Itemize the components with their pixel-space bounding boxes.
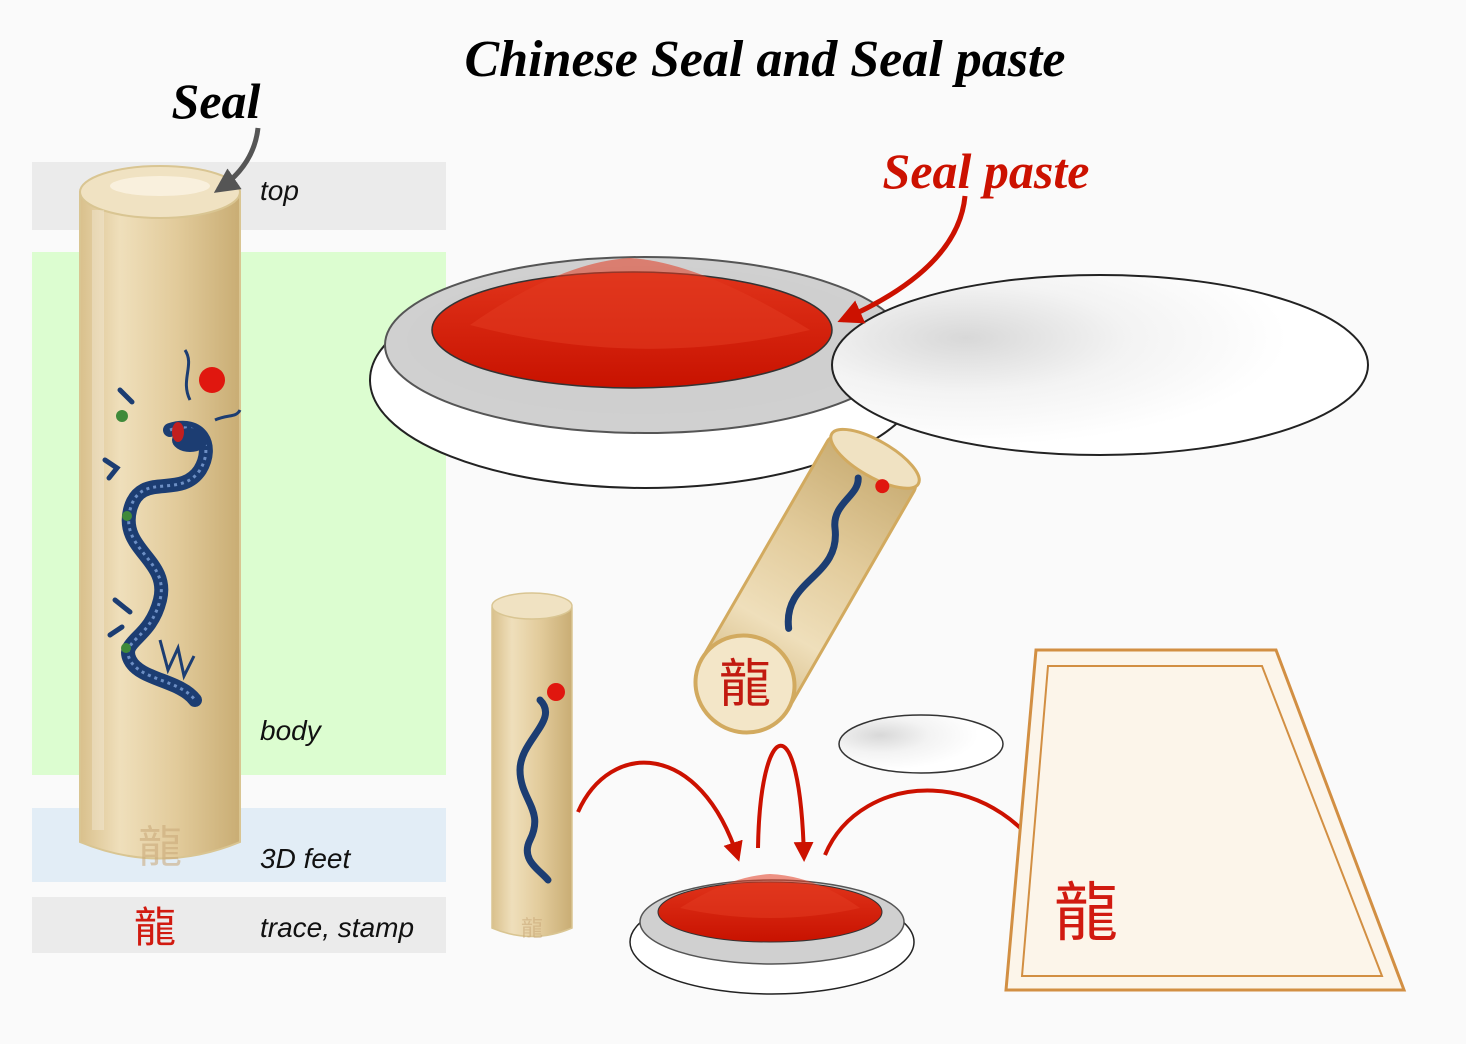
- paste-box-lid-small: [838, 714, 1004, 774]
- part-label-stamp: trace, stamp: [260, 912, 414, 943]
- small-seal-foot-character: 龍: [521, 917, 543, 942]
- paper-sheet: [1004, 648, 1407, 992]
- sun-pearl: [199, 367, 225, 393]
- stamped-character: 龍: [1054, 877, 1118, 951]
- part-label-top: top: [260, 175, 299, 206]
- tilted-seal-face-character: 龍: [719, 655, 771, 715]
- seal-paste-box-large: [369, 256, 921, 489]
- seal-paste-box-small: [629, 874, 915, 995]
- seal-tilted: [693, 427, 921, 735]
- part-label-feet: 3D feet: [260, 843, 351, 874]
- seal-callout-arrow: [213, 127, 261, 193]
- arrow-paste-loop: [756, 743, 814, 862]
- process-arrows: [576, 743, 1061, 884]
- arrow-seal-to-paste: [576, 760, 743, 862]
- seal-paste-callout: Seal paste: [883, 143, 1090, 199]
- band-stamp: [32, 897, 446, 953]
- seal-small-upright: 龍: [491, 592, 573, 942]
- paste-box-lid-large: [831, 274, 1369, 456]
- seal-foot-character: 龍: [138, 822, 182, 873]
- diagram-title: Chinese Seal and Seal paste: [465, 31, 1066, 88]
- stamp-trace: 龍: [134, 903, 176, 952]
- part-label-body: body: [260, 715, 323, 746]
- seal-large: [79, 165, 241, 860]
- dragon-illustration: [102, 349, 242, 707]
- seal-callout: Seal: [172, 73, 261, 129]
- seal-paste-callout-arrow: [837, 195, 968, 324]
